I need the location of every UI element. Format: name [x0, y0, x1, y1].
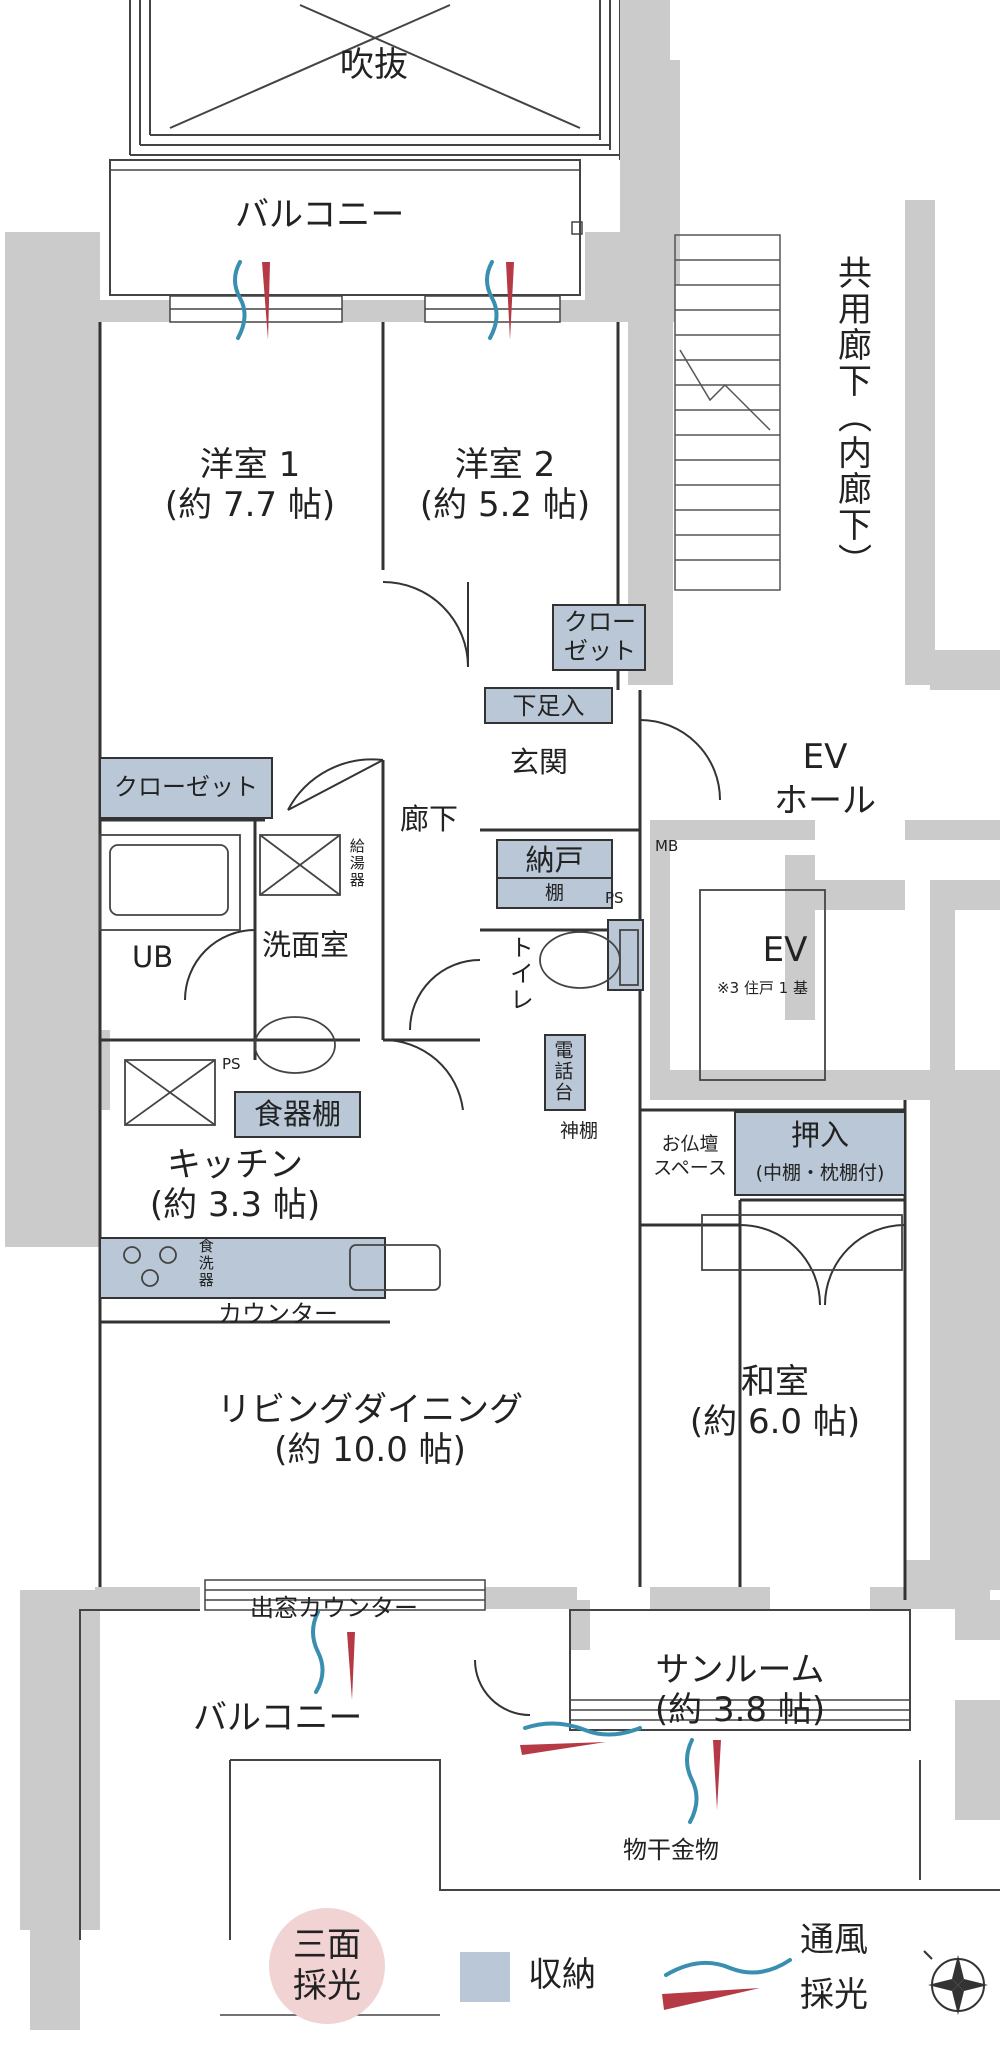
corridor-label: 共用廊下（内廊下） — [831, 255, 872, 579]
oshiire-label: 押入 — [790, 1118, 849, 1152]
sunroom-label: サンルーム (約 3.8 帖) — [620, 1650, 860, 1730]
storage-swatch — [460, 1952, 510, 2002]
balcony-top-outline — [109, 159, 581, 296]
kitchen-name: キッチン — [167, 1145, 303, 1185]
ldk-name: リビングダイニング — [217, 1390, 523, 1430]
three-side-badge — [269, 1908, 385, 2024]
storeroom-label: 納戸 — [525, 843, 584, 877]
oshiire-note-label: (中棚・枕棚付) — [755, 1162, 885, 1184]
room1-label: 洋室 1 (約 7.7 帖) — [120, 445, 380, 525]
dishwasher-label: 食洗器 — [196, 1238, 215, 1289]
legend-storage: 収納 — [528, 1955, 596, 1995]
kamidana-label: 神棚 — [560, 1120, 599, 1142]
ldk-size: (約 10.0 帖) — [274, 1430, 466, 1471]
toilet-label: トイレ — [505, 935, 534, 1013]
fixtures — [99, 834, 903, 1291]
void-label: 吹抜 — [340, 45, 408, 85]
compass-icon — [923, 1950, 988, 2015]
stairs — [674, 234, 781, 591]
bay-counter-label: 出窓カウンター — [250, 1594, 418, 1622]
closet-room1-label: クローゼット — [114, 773, 258, 801]
legend-three-side: 三面 採光 — [293, 1925, 361, 2006]
windows-top — [169, 295, 561, 323]
ub-label: UB — [132, 940, 174, 974]
laundry-hardware-label: 物干金物 — [623, 1836, 719, 1864]
balcony-bottom-outline — [79, 1609, 1000, 1940]
ev-label: EV — [762, 930, 808, 970]
pantry-label: 食器棚 — [253, 1097, 341, 1131]
phone-stand-label: 電話台 — [551, 1040, 574, 1103]
washitsu-name: 和室 — [741, 1362, 809, 1402]
room2-label: 洋室 2 (約 5.2 帖) — [395, 445, 615, 525]
closet-room2-label: クロー ゼット — [564, 608, 636, 665]
legend-daylight: 採光 — [800, 1975, 868, 2015]
washitsu-size: (約 6.0 帖) — [689, 1402, 861, 1443]
legend-ventilation: 通風 — [800, 1920, 868, 1960]
walls — [5, 0, 1000, 2030]
counter-label: カウンター — [218, 1300, 338, 1328]
doors — [184, 581, 906, 1716]
shoe-storage-label: 下足入 — [512, 692, 585, 720]
ldk-label: リビングダイニング (約 10.0 帖) — [200, 1390, 540, 1470]
room1-size: (約 7.7 帖) — [164, 485, 336, 526]
room2-size: (約 5.2 帖) — [419, 485, 591, 526]
ev-hall-label: EV ホール — [774, 737, 876, 822]
ventilation-marks — [233, 260, 792, 1977]
daylight-marks — [262, 262, 760, 2010]
shelf-label: 棚 — [544, 882, 564, 904]
ps-label-2: PS — [222, 1055, 241, 1073]
washitsu-label: 和室 (約 6.0 帖) — [680, 1362, 870, 1442]
balcony-bottom-label: バルコニー — [193, 1698, 363, 1738]
kitchen-label: キッチン (約 3.3 帖) — [120, 1145, 350, 1225]
sunroom-size: (約 3.8 帖) — [654, 1690, 826, 1731]
washroom-label: 洗面室 — [262, 928, 350, 962]
butsudan-label: お仏壇 スペース — [653, 1133, 727, 1179]
ps-label-1: PS — [605, 889, 624, 907]
balcony-top-label: バルコニー — [235, 195, 405, 235]
storage-areas — [99, 604, 906, 1299]
sunroom-name: サンルーム — [655, 1650, 825, 1690]
hallway-label: 廊下 — [400, 802, 459, 836]
void-area — [129, 0, 621, 160]
mb-label: MB — [655, 837, 679, 855]
room1-name: 洋室 1 — [199, 445, 301, 485]
ev-note-label: ※3 住戸 1 基 — [717, 979, 808, 997]
water-heater-label: 給湯器 — [347, 838, 366, 889]
room2-name: 洋室 2 — [454, 445, 556, 485]
entrance-label: 玄関 — [510, 745, 569, 779]
kitchen-size: (約 3.3 帖) — [149, 1185, 321, 1226]
